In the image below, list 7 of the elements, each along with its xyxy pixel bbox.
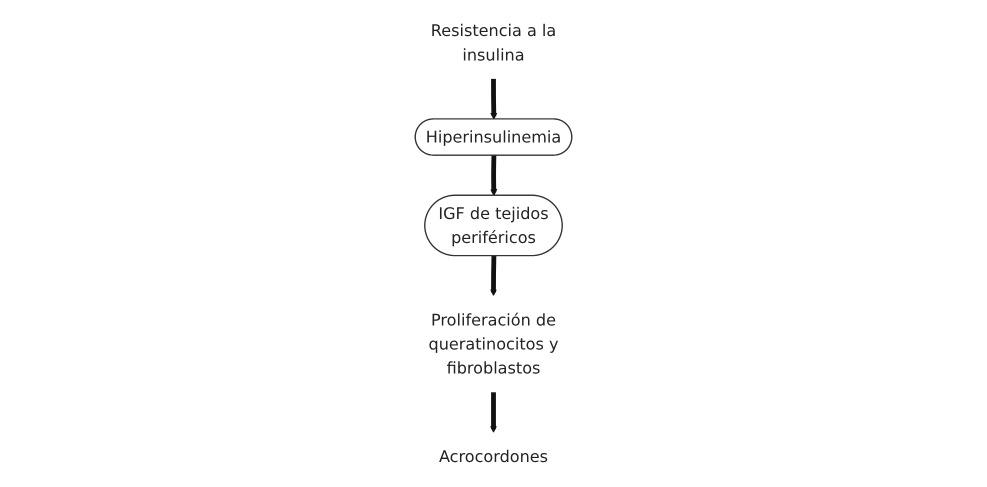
node-text: Acrocordones xyxy=(438,446,548,466)
arrow xyxy=(490,256,498,296)
node-text: Resistencia a la insulina xyxy=(430,20,556,64)
arrow xyxy=(490,392,498,433)
arrow xyxy=(490,78,498,120)
arrow xyxy=(490,155,498,196)
node-text: Proliferación de queratinocitos y fibroblastos xyxy=(428,310,558,378)
